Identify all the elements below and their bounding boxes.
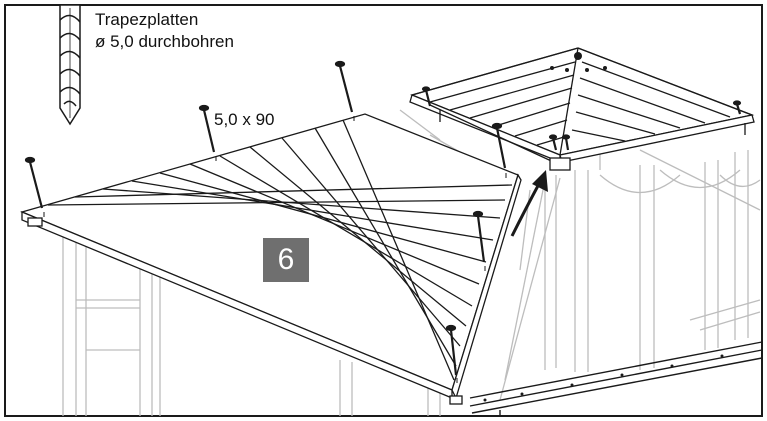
roof-cap (409, 47, 755, 171)
screw-size-label: 5,0 x 90 (214, 110, 275, 129)
eave-beam (469, 341, 763, 416)
eave-screws (483, 354, 724, 402)
curved-arrow-icon (510, 170, 548, 237)
drill-instruction-line-1: Trapezplatten (95, 10, 199, 29)
cap-bolts (550, 52, 607, 72)
drill-instruction-line-2: ø 5,0 durchbohren (95, 32, 234, 51)
diagram-frame (4, 4, 763, 417)
screw-icon (24, 60, 742, 376)
step-number-badge: 6 (263, 238, 309, 282)
screw-holes (43, 116, 507, 383)
drill-bit-icon (59, 4, 81, 126)
